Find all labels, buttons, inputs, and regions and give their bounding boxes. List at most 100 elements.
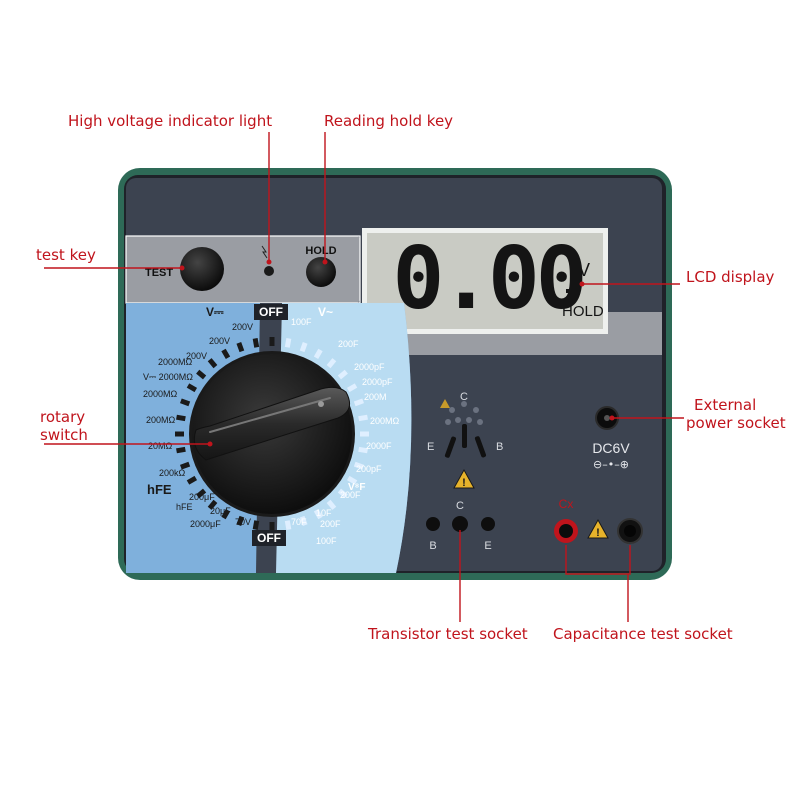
dial-tick bbox=[358, 414, 368, 422]
transistor-socket-e[interactable] bbox=[481, 517, 495, 531]
hold-key-button[interactable] bbox=[306, 257, 336, 287]
cx-label: Cx bbox=[559, 497, 574, 511]
callout-reading-hold-key: Reading hold key bbox=[324, 112, 454, 130]
dial-label: 200V bbox=[232, 322, 253, 332]
dial-tick bbox=[196, 369, 207, 380]
dial-label: 70V bbox=[235, 517, 251, 527]
dial-label: 2000pF bbox=[362, 377, 393, 387]
callout-capacitance-socket: Capacitance test socket bbox=[553, 625, 733, 643]
rotary-switch-highlight bbox=[209, 397, 331, 433]
dial-tick bbox=[358, 446, 368, 454]
polarity-label: ⊖–•–⊕ bbox=[593, 458, 629, 471]
dial-label: hFE bbox=[176, 502, 193, 512]
dial-tick bbox=[326, 499, 337, 510]
dial-tick bbox=[221, 348, 231, 360]
pin-dot bbox=[449, 407, 455, 413]
pin-dot bbox=[473, 407, 479, 413]
dial-label: V⎓ 2000MΩ bbox=[143, 372, 193, 382]
off-top-box bbox=[254, 304, 288, 320]
callout-external-power-line1: External bbox=[694, 396, 757, 414]
transistor-pin-diagram: C E B bbox=[427, 391, 503, 458]
warning-icon-glyph: ! bbox=[462, 477, 466, 489]
rotary-switch-handle[interactable] bbox=[193, 386, 351, 461]
lcd-unit: V bbox=[578, 260, 590, 280]
pin-dot bbox=[477, 419, 483, 425]
dial-tick bbox=[236, 341, 245, 353]
capacitance-warning-icon bbox=[587, 518, 609, 539]
dial-tick bbox=[337, 488, 348, 499]
pin-slot bbox=[444, 436, 457, 458]
dial-tick bbox=[221, 508, 231, 520]
top-button-bar bbox=[126, 236, 360, 303]
callout-rotary-switch-line1: rotary bbox=[40, 408, 86, 426]
dial-tick bbox=[252, 520, 260, 530]
dial-tick bbox=[299, 515, 308, 527]
dial-tick bbox=[326, 358, 337, 369]
callout-lcd-display: LCD display bbox=[686, 268, 775, 286]
lcd-screen bbox=[367, 233, 603, 329]
dial-tick bbox=[252, 338, 260, 348]
dial-tick bbox=[236, 515, 245, 527]
dial-label: 200V bbox=[209, 336, 230, 346]
warning-icon bbox=[453, 468, 475, 489]
dial-tick bbox=[186, 383, 198, 393]
external-power-socket-pin bbox=[604, 415, 610, 421]
dial-tick bbox=[313, 508, 323, 520]
leader-dot bbox=[579, 281, 585, 287]
pin-label-e: E bbox=[427, 441, 434, 453]
dial-tick bbox=[179, 398, 191, 407]
dial-label: 200MΩ bbox=[146, 415, 176, 425]
dial-label: 200μF bbox=[189, 492, 215, 502]
dial-tick bbox=[176, 446, 186, 454]
callout-lines bbox=[44, 132, 684, 622]
dial-label: 100F bbox=[291, 317, 312, 327]
pin-slot bbox=[462, 424, 467, 448]
dial-tick bbox=[313, 348, 323, 360]
dial-left-labels: V⎓ 200V 200V 200V 2000MΩ V⎓ 2000MΩ 2000M… bbox=[143, 305, 253, 529]
capacitance-socket-positive[interactable] bbox=[559, 524, 573, 538]
off-bottom-label: OFF bbox=[257, 531, 281, 545]
transistor-socket-c[interactable] bbox=[452, 516, 468, 532]
dial-label: 200kΩ bbox=[159, 468, 186, 478]
dial-tick bbox=[176, 414, 186, 422]
lcd-hold-indicator: HOLD bbox=[562, 303, 604, 320]
dial-tick bbox=[346, 475, 358, 485]
off-bottom-box bbox=[252, 530, 286, 546]
leader-dot bbox=[322, 259, 328, 265]
dial-tick bbox=[353, 461, 365, 470]
pin-slot bbox=[474, 436, 487, 458]
transistor-socket-b[interactable] bbox=[426, 517, 440, 531]
leader-dot bbox=[207, 441, 213, 447]
dial-label: 200pF bbox=[356, 464, 382, 474]
test-key-button[interactable] bbox=[180, 247, 224, 291]
warning-small-icon bbox=[440, 399, 450, 408]
pin-dot bbox=[445, 419, 451, 425]
dial-label: V~ bbox=[318, 305, 333, 319]
leader-dot bbox=[179, 265, 185, 271]
dc-voltage-label: DC6V bbox=[592, 440, 630, 456]
pin-dot bbox=[466, 417, 472, 423]
dial-label: V⁸F bbox=[348, 482, 366, 493]
dial-tick bbox=[186, 475, 198, 485]
capacitance-socket-negative[interactable] bbox=[624, 525, 636, 537]
dial-label: 100F bbox=[316, 536, 337, 546]
dial-tick bbox=[196, 488, 207, 499]
callout-rotary-switch-line2: switch bbox=[40, 426, 88, 444]
dial-tick bbox=[299, 341, 308, 353]
callout-test-key: test key bbox=[36, 246, 96, 264]
dial-label: V⎓ bbox=[206, 305, 224, 319]
dial-label: 2000MΩ bbox=[143, 389, 178, 399]
dial-right-labels: V~ 100F 200F 2000pF 2000pF 200M 200MΩ 20… bbox=[291, 305, 400, 546]
high-voltage-indicator-light bbox=[264, 266, 274, 276]
dial-label: 70F bbox=[291, 517, 307, 527]
dial-tick bbox=[337, 369, 348, 380]
capacitance-warning-glyph: ! bbox=[596, 527, 600, 539]
dial-label: 200F bbox=[338, 339, 359, 349]
leader-dot bbox=[609, 415, 615, 421]
dial-label: 200M bbox=[364, 392, 387, 402]
pin-label-c: C bbox=[460, 391, 468, 403]
dial-label: 2000μF bbox=[190, 519, 221, 529]
dial-label-hfe: hFE bbox=[147, 482, 172, 497]
off-top-label: OFF bbox=[259, 305, 283, 319]
